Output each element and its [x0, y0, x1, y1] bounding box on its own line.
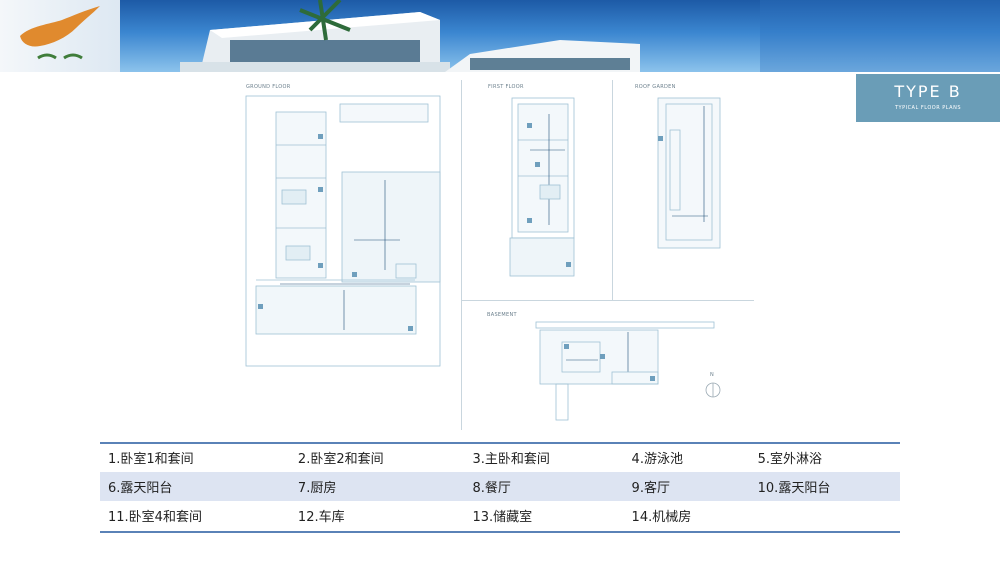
north-label: N [710, 372, 715, 378]
legend-item: 10.露天阳台 [749, 472, 900, 501]
legend-item: 13.储藏室 [472, 510, 533, 525]
legend-item: 6.露天阳台 [100, 472, 290, 501]
legend-item: 12.车库 [297, 510, 345, 525]
type-title: TYPE B [894, 82, 962, 101]
legend-item: 8.餐厅 [464, 472, 624, 501]
basement-label: BASEMENT [487, 312, 517, 318]
first-floor-label: FIRST FLOOR [488, 84, 524, 90]
table-row: 1.卧室1和套间 2.卧室2和套间 3.主卧和套间 4.游泳池 5.室外淋浴 [100, 443, 900, 472]
legend-item: 4.游泳池 [631, 452, 683, 467]
legend-item: 1.卧室1和套间 [108, 452, 194, 467]
legend-item: 9.客厅 [623, 472, 750, 501]
plan-divider [462, 300, 754, 301]
legend-item: 11.卧室4和套间 [108, 510, 202, 525]
legend-top-rule [100, 442, 900, 444]
ground-floor-label: GROUND FLOOR [246, 84, 291, 90]
room-legend: 1.卧室1和套间 2.卧室2和套间 3.主卧和套间 4.游泳池 5.室外淋浴 6… [100, 443, 900, 530]
plan-divider [612, 80, 613, 300]
table-row: 6.露天阳台 7.厨房 8.餐厅 9.客厅 10.露天阳台 [100, 472, 900, 501]
legend-item: 14.机械房 [631, 510, 692, 525]
roof-garden-label: ROOF GARDEN [635, 84, 676, 90]
type-subtitle: TYPICAL FLOOR PLANS [894, 105, 962, 111]
header-banner [0, 0, 1000, 72]
legend-item [750, 501, 900, 530]
plan-divider [461, 80, 462, 430]
type-badge: TYPE B TYPICAL FLOOR PLANS [856, 74, 1000, 122]
legend-bottom-rule [100, 531, 900, 533]
legend-item: 5.室外淋浴 [757, 452, 823, 467]
cyprus-flag-icon [0, 0, 120, 72]
legend-item: 3.主卧和套间 [472, 452, 550, 467]
villa-photo [180, 0, 1000, 72]
legend-item: 7.厨房 [289, 472, 465, 501]
legend-item: 2.卧室2和套间 [297, 452, 384, 467]
table-row: 11.卧室4和套间 12.车库 13.储藏室 14.机械房 [100, 501, 900, 530]
